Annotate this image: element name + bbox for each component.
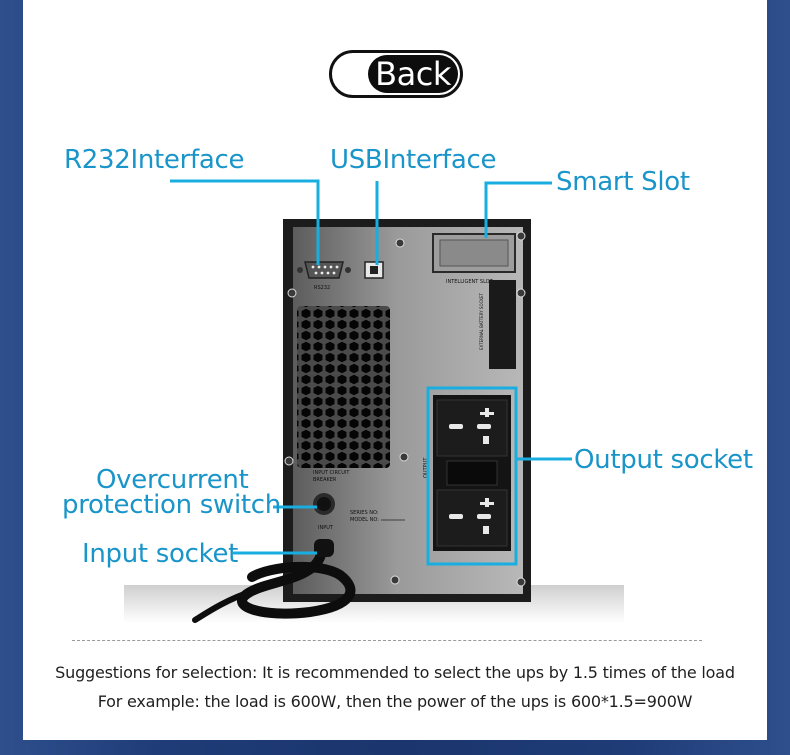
external-battery-label: EXTERNAL BATTERY SOCKET: [479, 292, 484, 350]
series-no-label: SERIES NO:: [350, 510, 379, 516]
output-socket-label: Output socket: [574, 445, 753, 475]
input-label: INPUT: [318, 525, 334, 531]
cooling-vent: [297, 306, 390, 468]
output-device-label: OUTPUT: [423, 457, 429, 478]
suggestion-line-2: For example: the load is 600W, then the …: [97, 692, 693, 711]
suggestion-line-1: Suggestions for selection: It is recomme…: [55, 663, 735, 682]
model-no-label: MODEL NO:: [350, 517, 379, 523]
input-plug: [314, 539, 334, 557]
overcurrent-breaker: [313, 493, 335, 515]
r232-interface-label: R232Interface: [64, 145, 245, 175]
overcurrent-label-line1: Overcurrent: [96, 465, 249, 495]
intelligent-slot-label: INTELLIGENT SLOT: [446, 279, 494, 285]
smart-slot-label: Smart Slot: [556, 167, 690, 197]
usb-interface-label: USBInterface: [330, 145, 497, 175]
back-toggle[interactable]: Back: [329, 50, 463, 98]
annotation-lines: [170, 179, 572, 566]
input-breaker-label-2: BREAKER: [313, 477, 337, 483]
rs232-port: [297, 261, 351, 279]
divider: [72, 640, 702, 641]
screws: [284, 231, 526, 587]
external-battery-socket: [489, 280, 516, 369]
back-button[interactable]: Back: [368, 55, 458, 93]
usb-port: [364, 261, 384, 279]
output-socket-block: [433, 395, 511, 551]
rs232-device-label: RS232: [314, 285, 330, 291]
input-breaker-label-1: INPUT CIRCUIT: [313, 470, 350, 476]
overcurrent-label-line2: protection switch: [62, 490, 281, 520]
input-socket-label: Input socket: [82, 539, 239, 569]
power-cord: [192, 544, 356, 623]
intelligent-slot: [432, 233, 516, 273]
